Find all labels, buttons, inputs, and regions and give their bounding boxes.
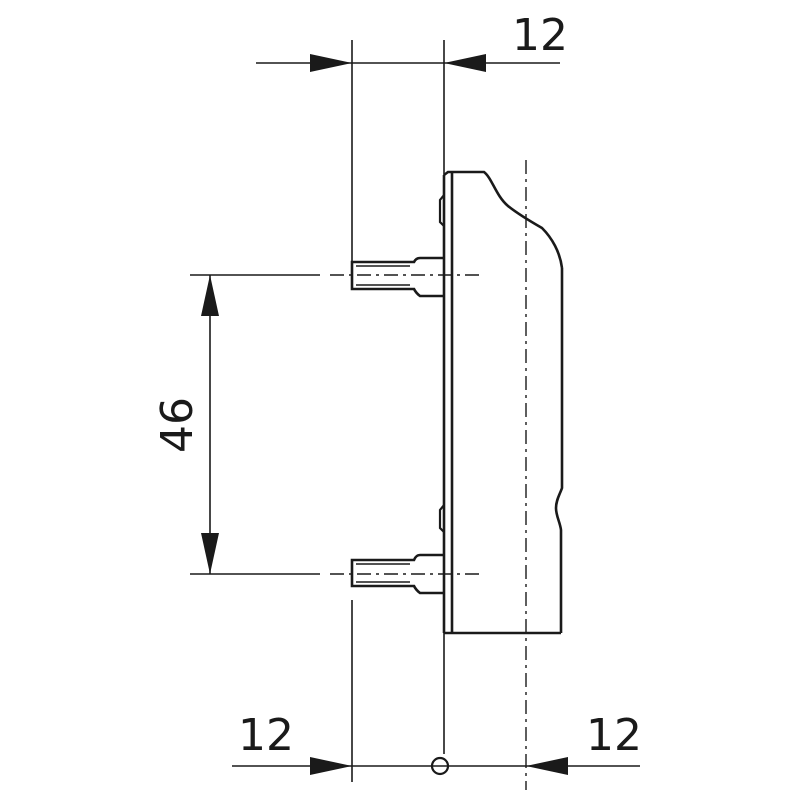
bottom-arrow-left [310,757,352,775]
vertical-dimension-label: 46 [152,397,203,453]
top-arrow-left [310,54,352,72]
vertical-arrow-top [201,275,219,316]
extension-lines [190,40,445,782]
bottom-right-dimension-label: 12 [586,710,642,761]
bottom-dimension: 12 12 [232,710,642,776]
lower-pin [330,553,480,595]
vertical-dimension: 46 [152,275,219,574]
top-dimension: 12 [256,10,568,72]
top-arrow-right [444,54,486,72]
body-outline [438,170,564,635]
bottom-left-dimension-label: 12 [238,710,294,761]
center-mark-circle [430,756,450,776]
bottom-arrow-right [526,757,568,775]
vertical-arrow-bottom [201,533,219,574]
upper-pin [330,256,480,298]
top-dimension-label: 12 [512,10,568,61]
